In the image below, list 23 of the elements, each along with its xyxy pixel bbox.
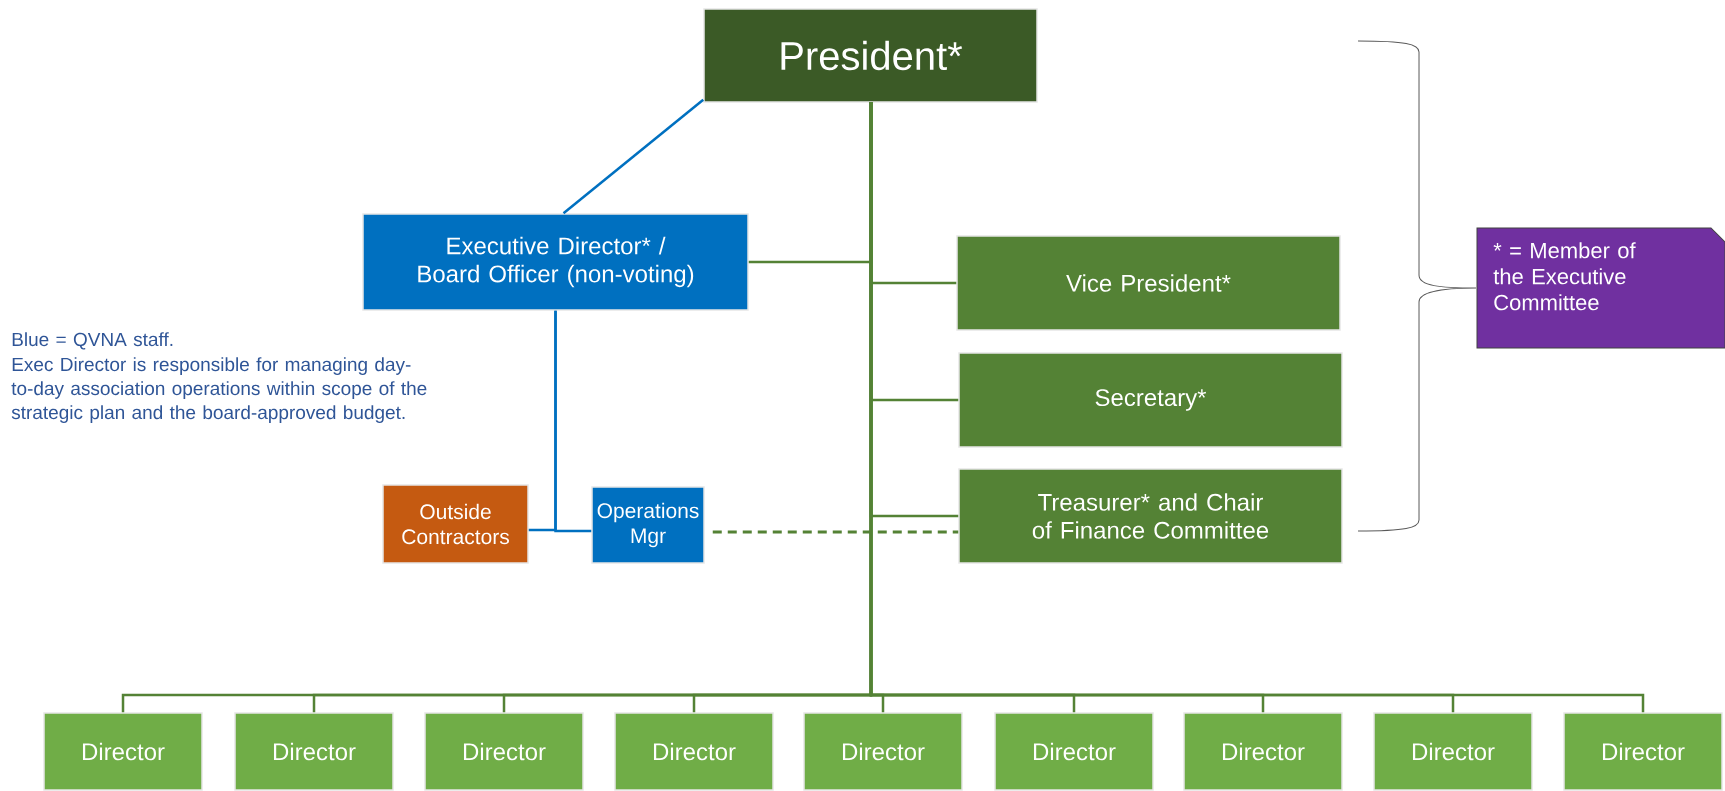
director-box: Director [424, 712, 584, 791]
director-box: Director [1563, 712, 1723, 791]
director-box: Director [43, 712, 203, 791]
officer-box: Vice President* [956, 235, 1341, 331]
officer-box: Secretary* [958, 352, 1343, 448]
title-box: President* [703, 8, 1038, 103]
contractor-box: Outside Contractors [382, 484, 529, 564]
connector-line [712, 530, 959, 534]
director-box: Director [234, 712, 394, 791]
director-box: Director [1373, 712, 1533, 791]
director-box: Director [1183, 712, 1343, 791]
note-text: Exec Director is responsible for managing day-to-day association operations within scope of the strategic plan and the board-approved budget. [11, 357, 427, 423]
staff-box: Operations Mgr [591, 486, 705, 564]
connector-line [562, 98, 705, 215]
director-box: Director [994, 712, 1154, 791]
note-text: Blue = QVNA staff. [12, 332, 173, 350]
director-box: Director [614, 712, 774, 791]
officer-box: Treasurer* and Chair of Finance Committee [958, 468, 1343, 564]
staff-box: Executive Director* / Board Officer (non-voting) [362, 213, 749, 311]
note-box: * = Member of the Executive Committee [1476, 227, 1725, 349]
connector-line [869, 102, 1645, 713]
connector-line [554, 310, 592, 533]
director-box: Director [803, 712, 963, 791]
